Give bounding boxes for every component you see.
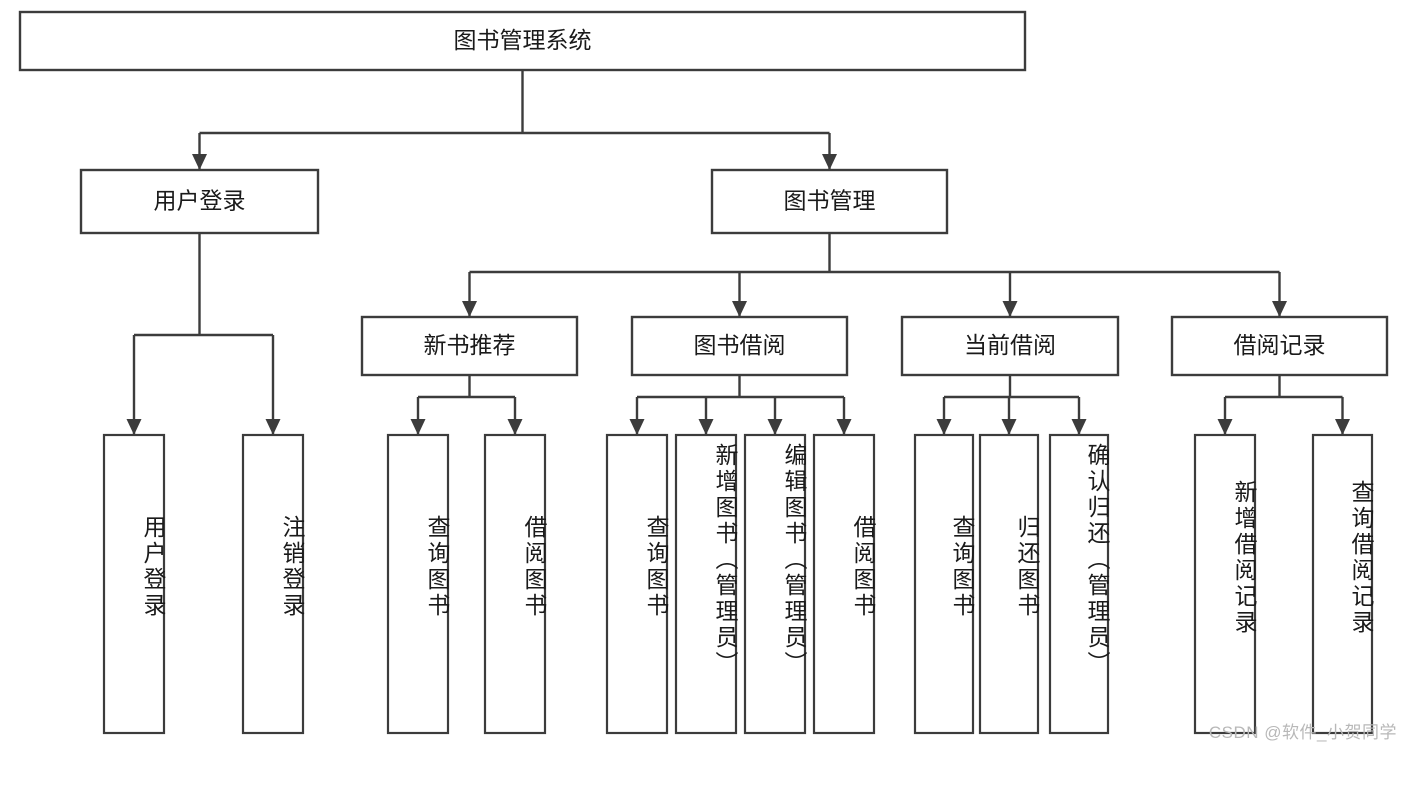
book-borrow-to-leaves-arrow-1 [698,419,714,435]
node-label-user-login: 用户登录 [154,188,246,214]
node-box-leaf-user-login[interactable] [102,433,166,735]
userlogin-to-leaves-arrow-0 [126,419,142,435]
node-box-book-borrow[interactable] [630,315,849,377]
new-book-recommend-to-leaves-arrow-1 [507,419,523,435]
csdn-watermark: CSDN @软件_小贺同学 [1208,723,1397,742]
bookmgmt-to-level3-arrow-3 [1272,301,1287,317]
node-box-leaf-return-book[interactable] [978,433,1040,735]
node-label-new-book-recommend: 新书推荐 [424,332,516,358]
current-borrow-to-leaves-arrow-2 [1071,419,1087,435]
book-borrow-to-leaves-arrow-2 [767,419,783,435]
book-borrow-to-leaves-arrow-0 [629,419,645,435]
box-layer [18,10,1389,735]
node-box-leaf-query-book-current[interactable] [913,433,975,735]
connector-layer [126,70,1350,435]
new-book-recommend-to-leaves-arrow-0 [410,419,426,435]
node-box-current-borrow[interactable] [900,315,1120,377]
root-to-level2-arrow-1 [822,154,837,170]
bookmgmt-to-level3-arrow-2 [1002,301,1018,317]
node-label-current-borrow: 当前借阅 [964,332,1056,358]
bookmgmt-to-level3-arrow-0 [462,301,477,317]
node-box-leaf-user-logout[interactable] [241,433,305,735]
node-box-leaf-borrow-book-borrow[interactable] [812,433,876,735]
node-box-leaf-edit-book-admin[interactable] [743,433,807,735]
node-box-borrow-record[interactable] [1170,315,1389,377]
current-borrow-to-leaves-arrow-0 [936,419,952,435]
node-label-book-borrow: 图书借阅 [694,332,786,358]
node-box-new-book-recommend[interactable] [360,315,579,377]
borrow-record-to-leaves-arrow-0 [1217,419,1233,435]
current-borrow-to-leaves-arrow-1 [1001,419,1017,435]
node-box-leaf-query-book-rec[interactable] [386,433,450,735]
node-label-book-management: 图书管理 [784,188,876,214]
node-box-user-login[interactable] [79,168,320,235]
root-to-level2-arrow-0 [192,154,207,170]
userlogin-to-leaves-arrow-1 [265,419,281,435]
node-box-root[interactable] [18,10,1027,72]
bookmgmt-to-level3-arrow-1 [732,301,747,317]
diagram-root: 图书管理系统用户登录图书管理新书推荐图书借阅当前借阅借阅记录 用户登录注销登录查… [18,10,1397,742]
node-box-leaf-query-borrow-record[interactable] [1311,433,1374,735]
node-box-leaf-add-book-admin[interactable] [674,433,738,735]
node-box-leaf-query-book-borrow[interactable] [605,433,669,735]
node-label-borrow-record: 借阅记录 [1234,332,1326,358]
node-label-root: 图书管理系统 [454,27,592,53]
node-box-book-management[interactable] [710,168,949,235]
borrow-record-to-leaves-arrow-1 [1335,419,1350,435]
node-box-leaf-borrow-book-rec[interactable] [483,433,547,735]
node-box-leaf-confirm-return-admin[interactable] [1048,433,1110,735]
book-borrow-to-leaves-arrow-3 [836,419,852,435]
node-box-leaf-add-borrow-record[interactable] [1193,433,1257,735]
